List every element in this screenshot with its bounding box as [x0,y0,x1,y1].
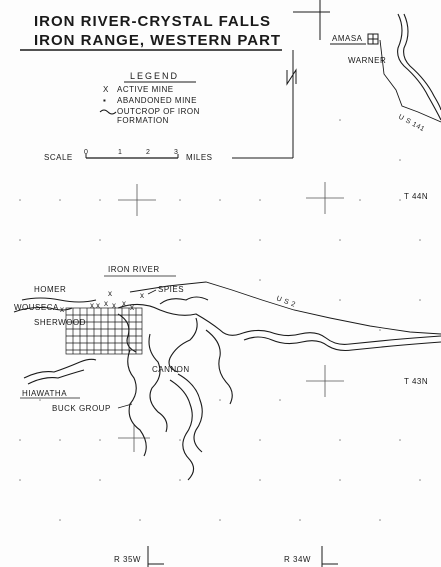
scale-label: SCALE [44,153,73,162]
svg-text:x: x [108,289,112,298]
amasa-area [330,13,441,123]
svg-text:x: x [60,305,64,314]
road-us141: U S 141 [397,114,426,134]
road-us2-line [129,281,441,335]
town-iron-river: IRON RIVER [108,265,160,274]
town-spies: SPIES [158,285,184,294]
legend-label-active: ACTIVE MINE [117,85,174,94]
title-line-1: IRON RIVER-CRYSTAL FALLS [34,13,271,30]
legend-label-abandoned: ABANDONED MINE [117,96,197,105]
scale-tick-1: 1 [118,149,122,156]
township-t44n: T 44N [404,192,428,201]
road-us2: U S 2 [275,295,296,308]
town-hiawatha: HIAWATHA [22,389,67,398]
map-title: IRON RIVER-CRYSTAL FALLS IRON RANGE, WES… [20,13,282,51]
north-arrow [286,68,297,86]
town-amasa: AMASA [332,34,363,43]
svg-text:x: x [140,291,144,300]
iron-river-city-grid [65,307,143,355]
outcrop-belts [13,296,441,481]
town-warner: WARNER [348,56,386,65]
town-cannon: CANNON [152,365,190,374]
town-sherwood: SHERWOOD [34,318,86,327]
grid-dots [19,119,421,521]
town-homer: HOMER [34,285,66,294]
svg-text:x: x [130,303,134,312]
scale-unit: MILES [186,153,213,162]
scale-tick-2: 2 [146,149,150,156]
legend-symbol-active: X [103,85,109,94]
range-r35w: R 35W [114,555,141,564]
range-markers [147,546,338,567]
legend-label-formation: FORMATION [117,116,169,125]
legend-symbol-abandoned: ▪ [103,96,106,105]
scale-tick-3: 3 [174,149,178,156]
town-wouseca: WOUSECA [14,303,59,312]
legend-heading: LEGEND [130,71,179,81]
scale-tick-0: 0 [84,149,88,156]
svg-text:x: x [96,301,100,310]
svg-text:x: x [104,299,108,308]
range-r34w: R 34W [284,555,311,564]
town-buck-group: BUCK GROUP [52,404,111,413]
scale-bar: SCALE 0 1 2 3 MILES [44,149,213,162]
legend-label-outcrop: OUTCROP OF IRON [117,107,200,116]
svg-text:x: x [112,301,116,310]
title-line-2: IRON RANGE, WESTERN PART [34,32,281,49]
section-crosses [118,182,344,452]
legend: LEGEND X ACTIVE MINE ▪ ABANDONED MINE OU… [99,71,200,125]
north-arrow-icon [286,68,297,86]
outcrop-symbol-icon [99,109,117,115]
svg-text:x: x [122,299,126,308]
svg-text:x: x [90,301,94,310]
township-t43n: T 43N [404,377,428,386]
frame-lines [232,0,330,159]
